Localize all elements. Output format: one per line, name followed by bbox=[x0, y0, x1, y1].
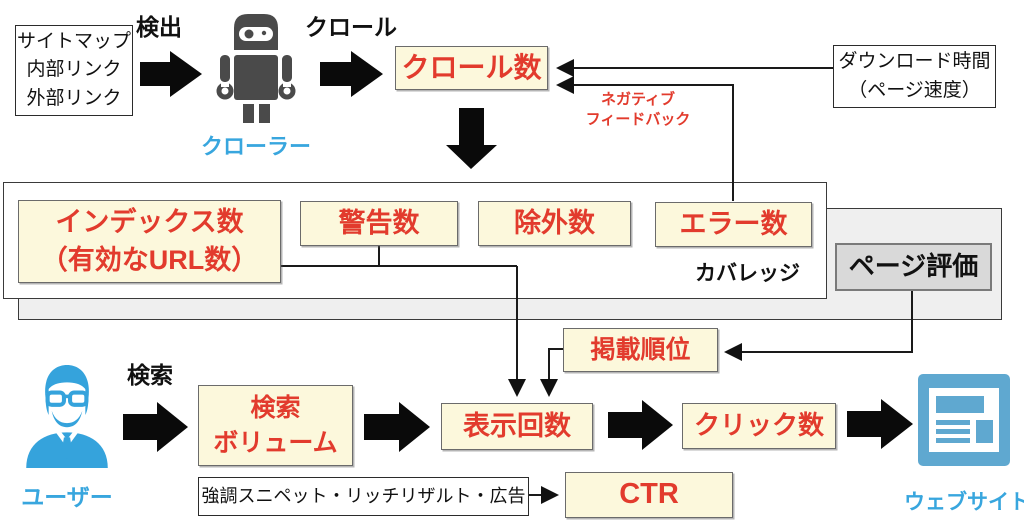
block-arrow-clicks-to-website bbox=[847, 399, 913, 449]
page-evaluation-label: ページ評価 bbox=[848, 251, 979, 282]
index-count-line1: インデックス数 bbox=[55, 206, 244, 237]
featured-snippet-box: 強調スニペット・リッチリザルト・広告 bbox=[198, 477, 529, 516]
ranking-label: 掲載順位 bbox=[590, 335, 691, 364]
impressions-label: 表示回数 bbox=[463, 410, 571, 441]
coverage-label: カバレッジ bbox=[695, 262, 800, 285]
page-evaluation-box: ページ評価 bbox=[835, 243, 992, 291]
block-arrow-user-to-searchvolume bbox=[123, 402, 188, 452]
ctr-label: CTR bbox=[619, 478, 679, 511]
user-icon bbox=[22, 362, 112, 468]
website-label: ウェブサイト bbox=[904, 491, 1024, 514]
search-label: 検索 bbox=[127, 362, 173, 388]
crawler-robot-icon bbox=[210, 12, 302, 125]
index-count-box: インデックス数 （有効なURL数） bbox=[18, 200, 281, 283]
link-source-box: サイトマップ 内部リンク 外部リンク bbox=[15, 25, 133, 116]
block-arrow-crawl bbox=[320, 51, 383, 97]
error-count-label: エラー数 bbox=[679, 208, 788, 239]
excluded-count-box: 除外数 bbox=[478, 201, 631, 246]
ranking-box: 掲載順位 bbox=[563, 328, 718, 372]
download-time-box: ダウンロード時間 （ページ速度） bbox=[833, 45, 996, 108]
featured-snippet-label: 強調スニペット・リッチリザルト・広告 bbox=[201, 486, 526, 506]
crawl-count-label: クロール数 bbox=[401, 51, 542, 83]
clicks-label: クリック数 bbox=[693, 410, 824, 441]
user-label: ユーザー bbox=[21, 484, 113, 510]
negative-feedback-label: ネガティブ フィードバック bbox=[573, 90, 703, 131]
negative-feedback-line2: フィードバック bbox=[585, 111, 691, 129]
warning-count-label: 警告数 bbox=[338, 207, 420, 238]
clicks-box: クリック数 bbox=[682, 403, 836, 449]
ctr-box: CTR bbox=[565, 472, 733, 518]
link-source-line2: 内部リンク bbox=[26, 59, 122, 81]
search-volume-line2: ボリューム bbox=[213, 428, 338, 457]
warning-count-box: 警告数 bbox=[300, 201, 458, 246]
website-icon bbox=[918, 374, 1010, 466]
excluded-count-label: 除外数 bbox=[514, 207, 595, 238]
negative-feedback-line1: ネガティブ bbox=[600, 91, 676, 108]
crawl-label: クロール bbox=[305, 14, 397, 40]
impressions-box: 表示回数 bbox=[441, 403, 593, 450]
block-arrow-detect bbox=[140, 51, 202, 97]
crawler-label: クローラー bbox=[200, 134, 311, 159]
block-arrow-impressions-to-clicks bbox=[608, 400, 673, 450]
link-source-line1: サイトマップ bbox=[16, 30, 131, 52]
search-volume-line1: 検索 bbox=[250, 393, 301, 422]
link-source-line3: 外部リンク bbox=[26, 87, 122, 109]
detect-label: 検出 bbox=[136, 14, 182, 40]
crawl-count-box: クロール数 bbox=[395, 46, 548, 90]
download-time-line2: （ページ速度） bbox=[848, 79, 981, 101]
block-arrow-crawlcount-down bbox=[446, 108, 497, 169]
search-volume-box: 検索 ボリューム bbox=[198, 385, 353, 466]
index-count-line2: （有効なURL数） bbox=[40, 244, 259, 275]
error-count-box: エラー数 bbox=[655, 202, 812, 247]
download-time-line1: ダウンロード時間 bbox=[838, 51, 991, 72]
edge-ranking-to-impressions bbox=[540, 348, 563, 397]
block-arrow-searchvolume-to-impressions bbox=[364, 402, 430, 452]
